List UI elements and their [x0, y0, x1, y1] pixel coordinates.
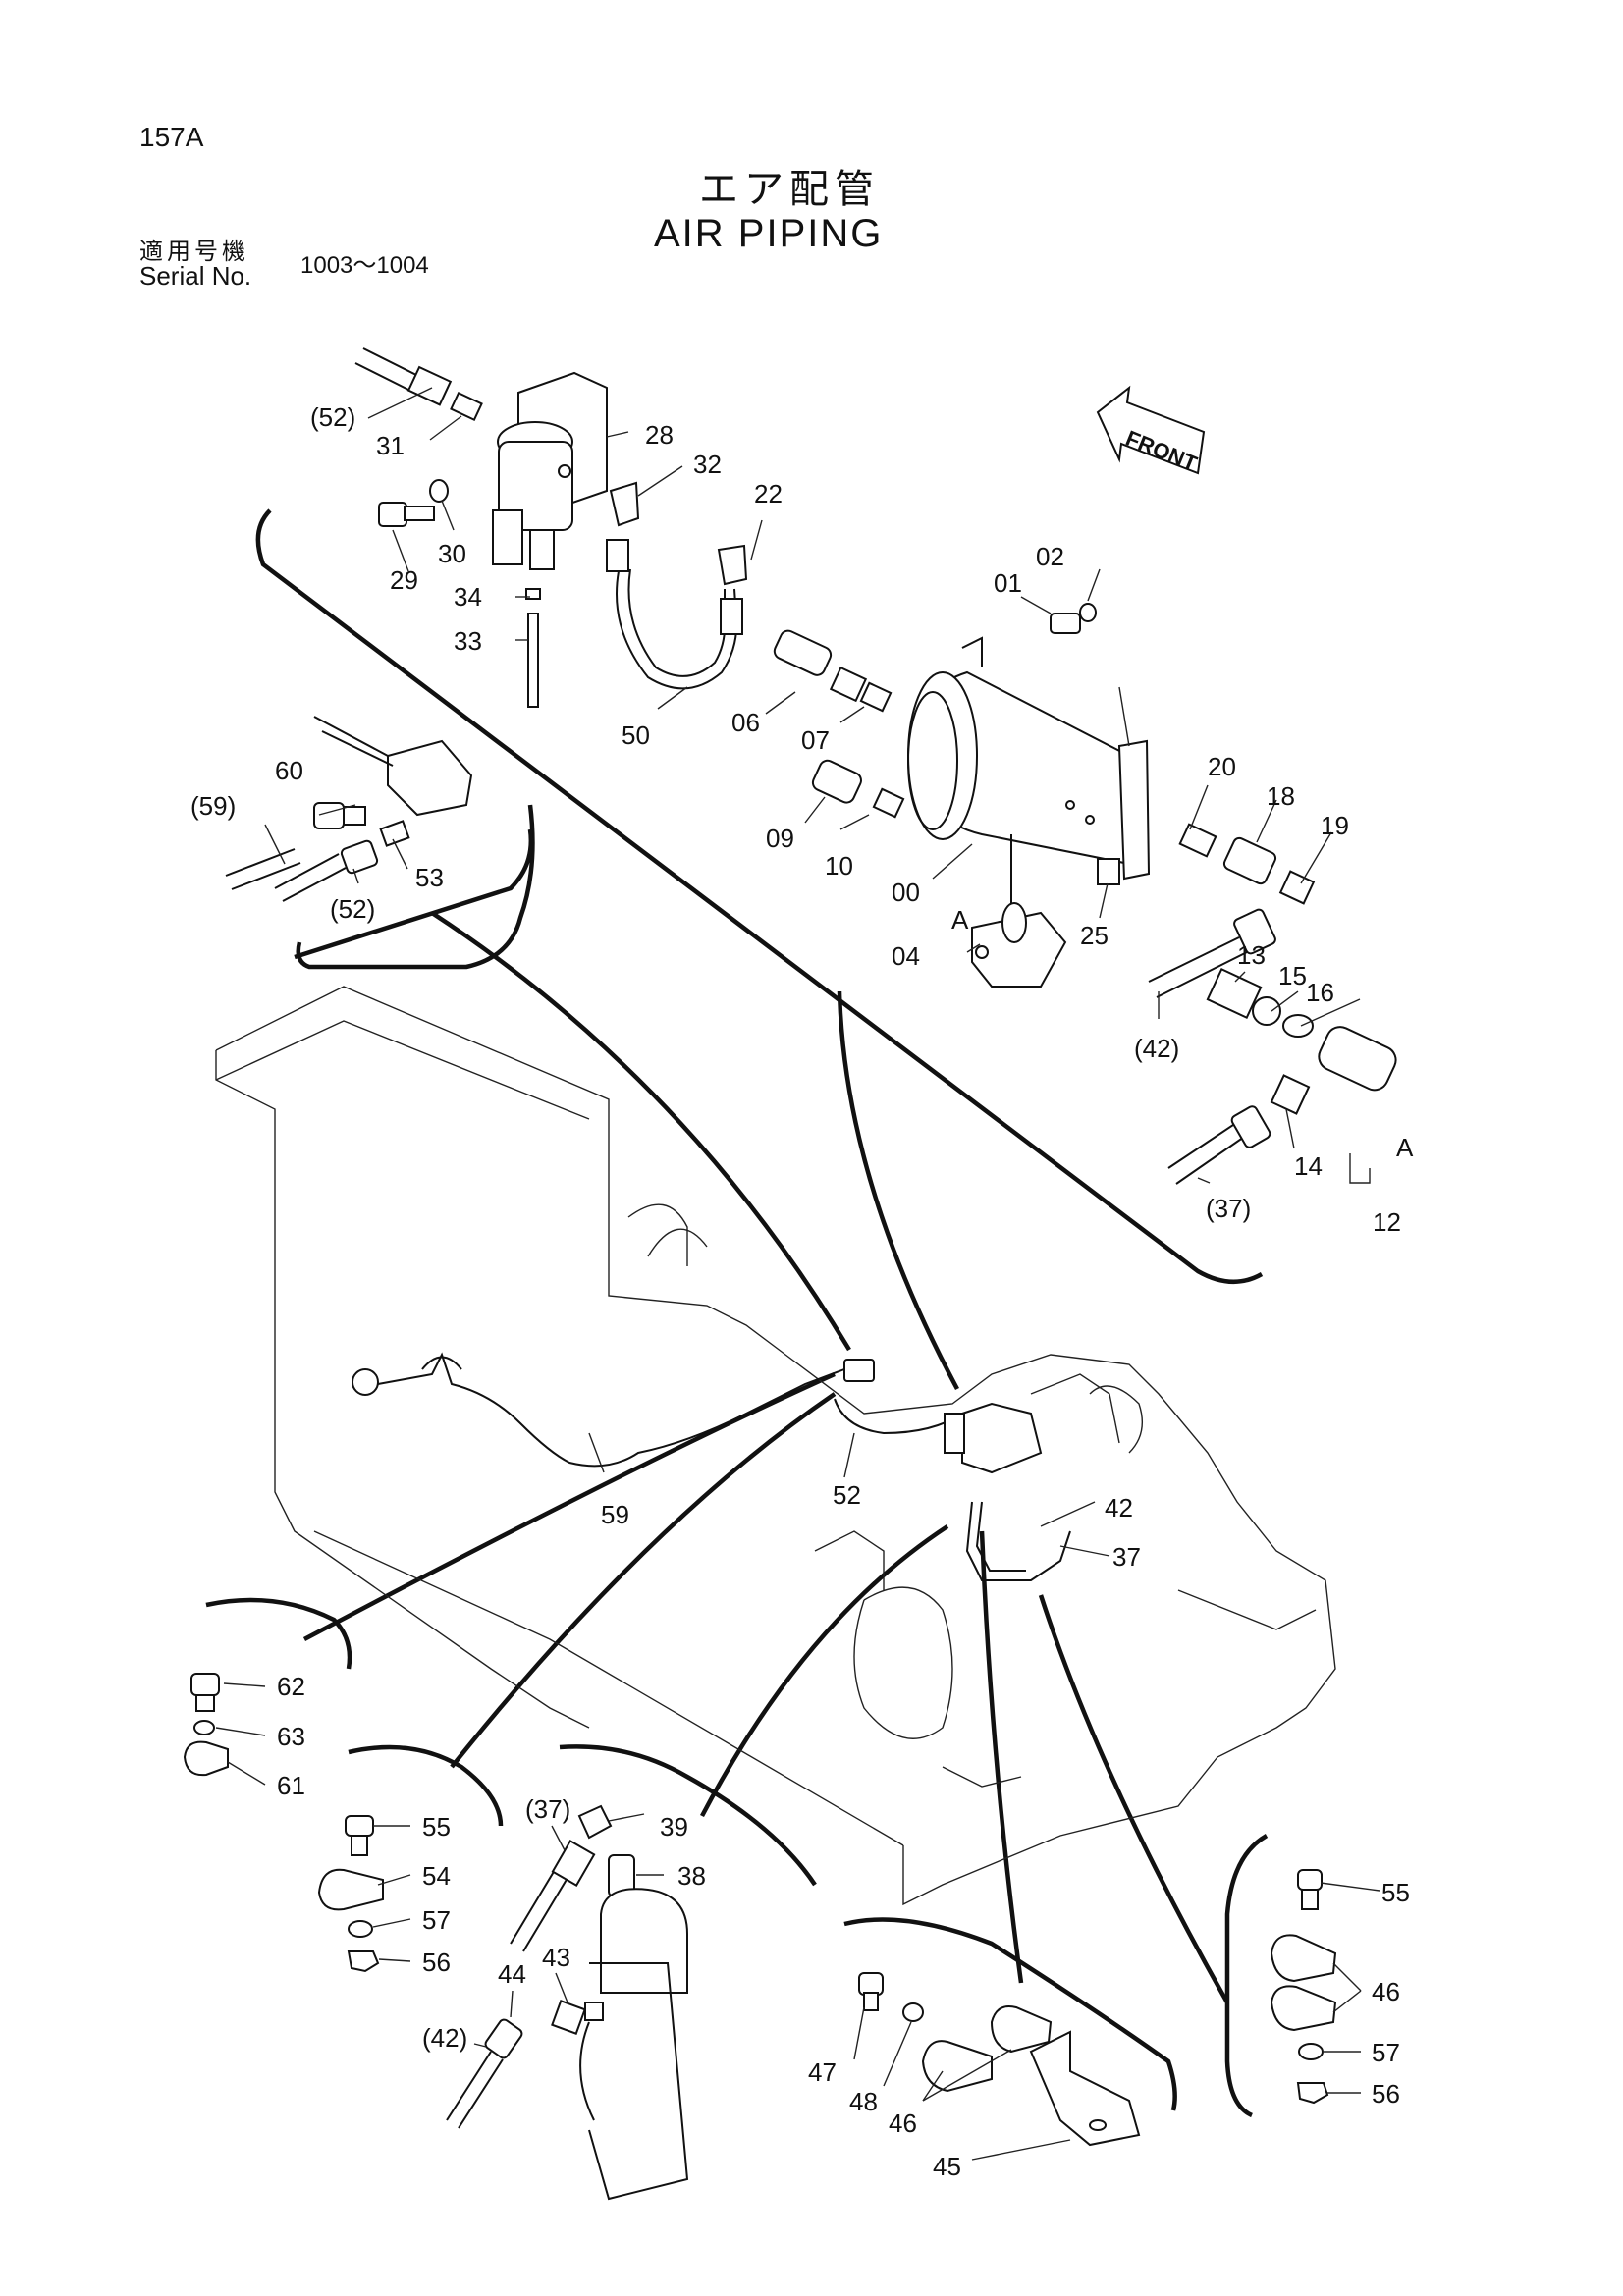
callout-label: 01	[994, 568, 1022, 598]
callout-label: A	[951, 905, 969, 934]
callout-label: 37	[1112, 1542, 1141, 1572]
detail-connector-38	[446, 1744, 817, 2201]
page-title-jp: エア配管	[699, 167, 880, 212]
callout-label: 53	[415, 863, 444, 892]
callout-label: 46	[1372, 1977, 1400, 2006]
machine-frame	[215, 986, 1336, 1906]
callout-label: 55	[422, 1812, 451, 1842]
callout-label: 33	[454, 626, 482, 656]
callout-label: 57	[422, 1905, 451, 1935]
callout-label: 60	[275, 756, 303, 785]
callout-label: 55	[1381, 1878, 1410, 1907]
callout-label: 43	[542, 1943, 570, 1972]
callout-label: 30	[438, 539, 466, 568]
callout-label: 46	[889, 2109, 917, 2138]
serial-range: 1003～1004	[300, 252, 429, 279]
callout-labels: (52) 31 28 32 22 29 30 34 33 50 01 02 06…	[190, 402, 1414, 2181]
callout-label: (59)	[190, 791, 236, 821]
serial-label-jp: 適用号機	[139, 238, 249, 265]
callout-label: (52)	[310, 402, 355, 432]
detail-clamp-54	[317, 1744, 504, 1973]
callout-label: 14	[1294, 1151, 1323, 1181]
callout-label: 07	[801, 725, 830, 755]
callout-label: 32	[693, 450, 722, 479]
bolt-29	[378, 479, 449, 527]
page-title: AIR PIPING	[654, 212, 884, 255]
callout-label: 20	[1208, 752, 1236, 781]
callout-label: 61	[277, 1771, 305, 1800]
tank-fittings	[773, 603, 1097, 819]
callout-label: 04	[892, 941, 920, 971]
callout-label: 52	[833, 1480, 861, 1510]
callout-label: 09	[766, 824, 794, 853]
callout-label: 19	[1321, 811, 1349, 840]
callout-label: (37)	[1206, 1194, 1251, 1223]
callout-label: 00	[892, 878, 920, 907]
callout-label: 34	[454, 582, 482, 612]
callout-label: 54	[422, 1861, 451, 1891]
right-fittings	[1097, 823, 1397, 1185]
callout-label: 59	[601, 1500, 629, 1529]
callout-label: A	[1396, 1133, 1414, 1162]
callout-label: 48	[849, 2087, 878, 2116]
callout-label: 28	[645, 420, 674, 450]
callout-label: (42)	[422, 2023, 467, 2053]
callout-label: (52)	[330, 894, 375, 924]
callout-label: 16	[1306, 978, 1334, 1007]
callout-label: 02	[1036, 542, 1064, 571]
callout-label: 56	[422, 1948, 451, 1977]
callout-label: 44	[498, 1959, 526, 1989]
callout-label: 10	[825, 851, 853, 881]
callout-label: 18	[1267, 781, 1295, 811]
front-arrow: FRONT	[1096, 385, 1206, 476]
callout-label: 39	[660, 1812, 688, 1842]
air-filter-assembly	[492, 371, 608, 570]
callout-label: 15	[1278, 961, 1307, 990]
callout-label: 56	[1372, 2079, 1400, 2109]
callout-label: 50	[622, 721, 650, 750]
governor-04	[971, 902, 1067, 988]
upper-detail-boundary	[255, 508, 1264, 1285]
detail-clamp-46	[1224, 1834, 1337, 2118]
callout-label: 06	[731, 708, 760, 737]
detail-bracket-45	[843, 1917, 1177, 2147]
callout-label: 42	[1105, 1493, 1133, 1522]
callout-label: (37)	[525, 1794, 570, 1824]
callout-label: 31	[376, 431, 405, 460]
page-code: 157A	[139, 122, 204, 152]
callout-label: 12	[1373, 1207, 1401, 1237]
callout-leaders	[215, 387, 1380, 2161]
callout-label: 47	[808, 2057, 837, 2087]
routed-air-line	[352, 1352, 1071, 1581]
drain-tube-33	[525, 588, 541, 708]
callout-label: 29	[390, 565, 418, 595]
left-detail-boundary	[225, 716, 533, 960]
detail-connector-lines	[302, 911, 1229, 2004]
callout-label: 13	[1237, 940, 1266, 970]
detail-clip-61	[183, 1597, 352, 1777]
callout-label: 25	[1080, 921, 1109, 950]
callout-label: (42)	[1134, 1034, 1179, 1063]
callout-label: 38	[677, 1861, 706, 1891]
callout-label: 62	[277, 1672, 305, 1701]
callout-label: 45	[933, 2152, 961, 2181]
front-label: FRONT	[1122, 425, 1201, 476]
callout-label: 22	[754, 479, 783, 508]
serial-label: Serial No.	[139, 261, 252, 291]
hose-52-top	[354, 347, 483, 421]
air-tank-00	[907, 636, 1151, 913]
callout-label: 63	[277, 1722, 305, 1751]
callout-label: 57	[1372, 2038, 1400, 2067]
hose-50	[606, 481, 748, 690]
